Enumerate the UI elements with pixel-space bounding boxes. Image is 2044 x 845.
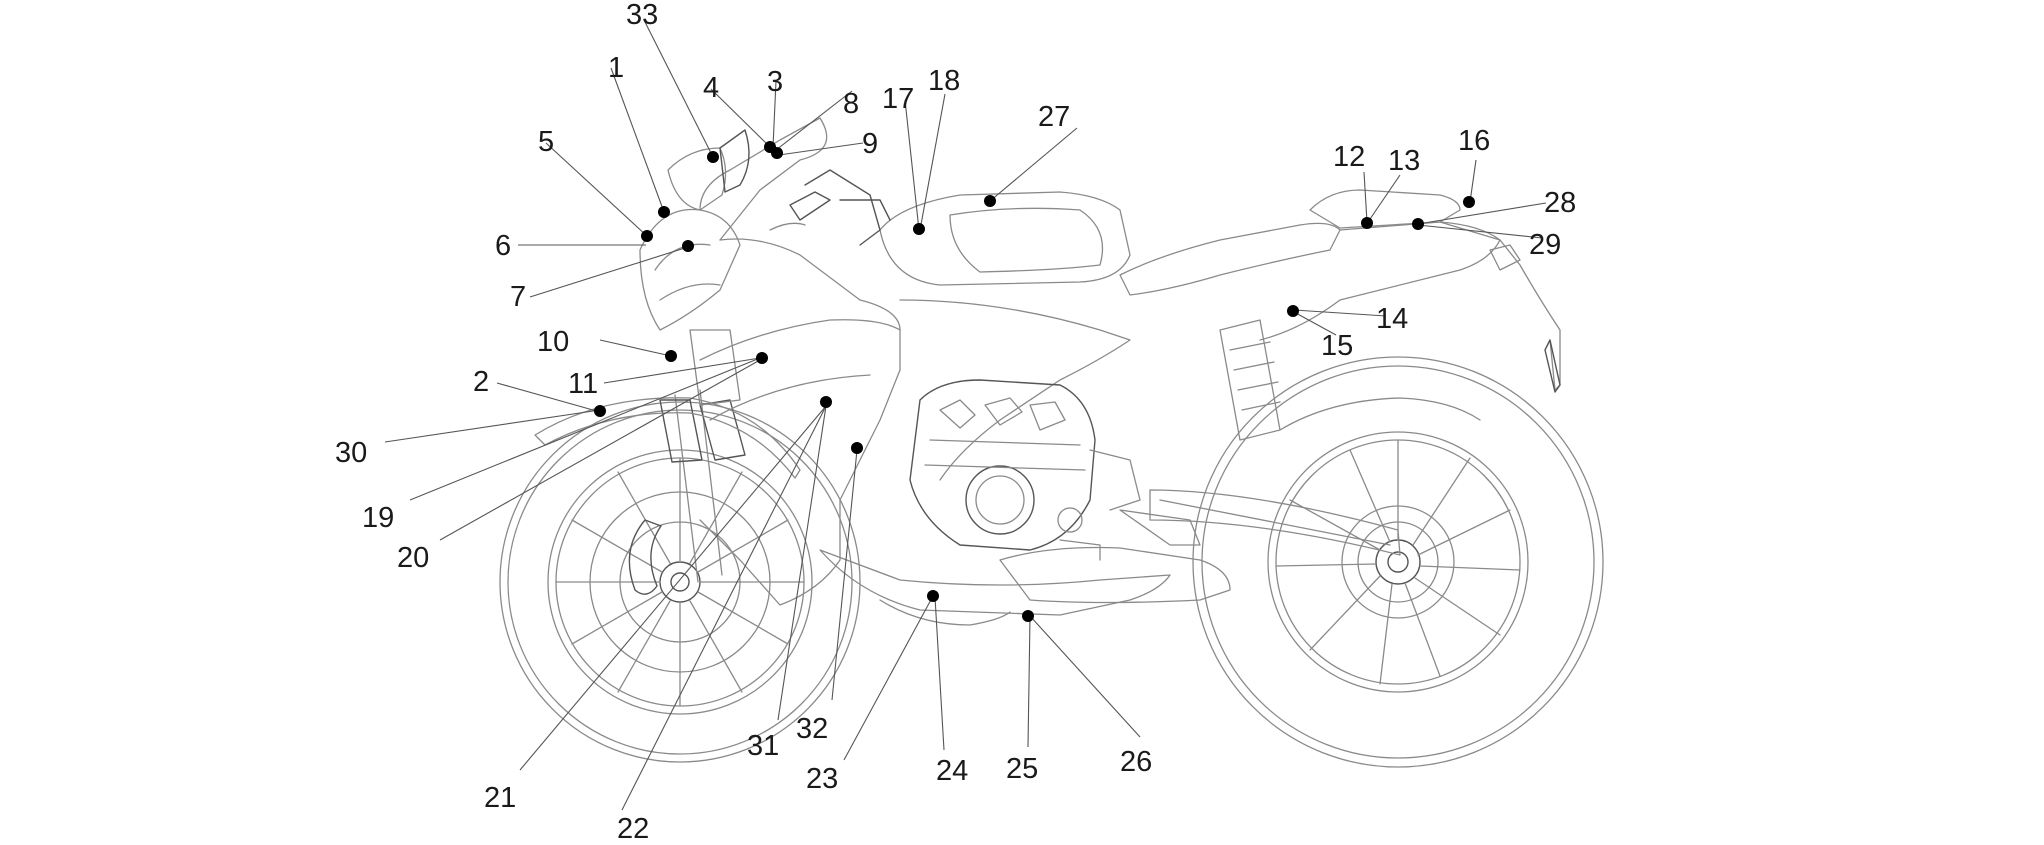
callout-30: 30 xyxy=(335,437,367,469)
marker-9 xyxy=(771,147,783,159)
callout-15: 15 xyxy=(1321,330,1353,362)
callout-24: 24 xyxy=(936,755,968,787)
marker-10 xyxy=(665,350,677,362)
handlebar xyxy=(769,169,891,246)
marker-5 xyxy=(641,230,653,242)
callout-11: 11 xyxy=(568,368,598,400)
engine xyxy=(909,379,1141,551)
marker-16 xyxy=(1463,196,1475,208)
callout-22: 22 xyxy=(617,813,649,840)
callout-31: 31 xyxy=(747,730,779,762)
callout-18: 18 xyxy=(928,65,960,97)
marker-27 xyxy=(984,195,996,207)
leader-lines xyxy=(384,19,1547,811)
callout-19: 19 xyxy=(362,502,394,534)
callout-23: 23 xyxy=(806,763,838,795)
tail-light xyxy=(1489,244,1561,393)
mirror xyxy=(719,129,750,193)
callout-1: 1 xyxy=(608,52,624,84)
rear-wheel xyxy=(1192,356,1604,768)
marker-32 xyxy=(851,442,863,454)
callout-13: 13 xyxy=(1388,145,1420,177)
callout-25: 25 xyxy=(1006,753,1038,785)
callout-4: 4 xyxy=(703,72,719,104)
marker-28 xyxy=(1412,218,1424,230)
callout-17: 17 xyxy=(882,83,914,115)
callout-16: 16 xyxy=(1458,125,1490,157)
marker-12 xyxy=(1361,217,1373,229)
marker-11 xyxy=(756,352,768,364)
front-fork xyxy=(659,329,746,583)
callout-9: 9 xyxy=(862,128,878,160)
marker-6 xyxy=(682,240,694,252)
front-mudguard xyxy=(534,397,801,479)
marker-33 xyxy=(707,151,719,163)
callout-14: 14 xyxy=(1376,303,1408,335)
marker-17 xyxy=(913,223,925,235)
callout-33: 33 xyxy=(626,0,658,31)
callout-2: 2 xyxy=(473,366,489,398)
callout-12: 12 xyxy=(1333,141,1365,173)
callout-8: 8 xyxy=(843,88,859,120)
callout-10: 10 xyxy=(537,326,569,358)
callout-21: 21 xyxy=(484,782,516,814)
callout-labels: 33 1 4 3 8 9 5 6 7 10 11 2 30 19 20 21 2… xyxy=(335,0,1576,845)
callout-20: 20 xyxy=(397,542,429,574)
front-wheel xyxy=(499,401,861,763)
marker-2 xyxy=(594,405,606,417)
callout-32: 32 xyxy=(796,713,828,745)
callout-5: 5 xyxy=(538,126,554,158)
fairing-body xyxy=(639,117,1561,626)
callout-6: 6 xyxy=(495,230,511,262)
callout-28: 28 xyxy=(1544,187,1576,219)
callout-29: 29 xyxy=(1529,229,1561,261)
callout-3: 3 xyxy=(767,66,783,98)
motorcycle-illustration xyxy=(499,117,1604,768)
callout-27: 27 xyxy=(1038,101,1070,133)
marker-31 xyxy=(820,396,832,408)
marker-15 xyxy=(1287,305,1299,317)
callout-7: 7 xyxy=(510,281,526,313)
marker-1 xyxy=(658,206,670,218)
callout-26: 26 xyxy=(1120,746,1152,778)
marker-25 xyxy=(1022,610,1034,622)
marker-dots xyxy=(594,141,1475,622)
marker-24 xyxy=(927,590,939,602)
